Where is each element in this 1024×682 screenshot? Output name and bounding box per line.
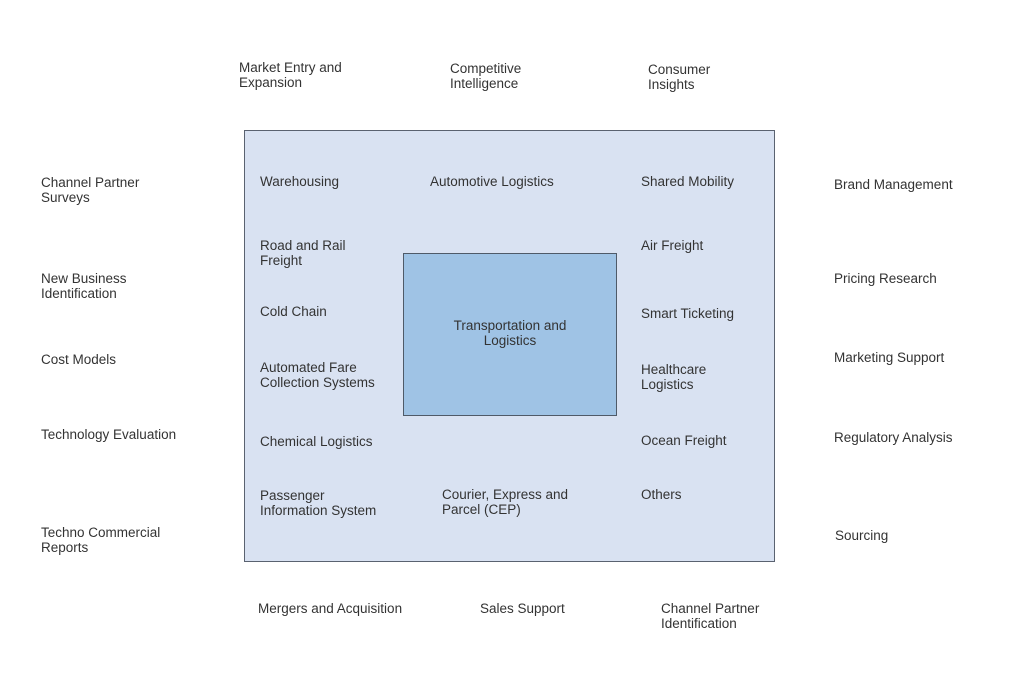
right-label-sourcing: Sourcing: [835, 528, 889, 543]
segment-passenger-information-system: Passenger Information System: [260, 488, 377, 518]
right-label-marketing-support: Marketing Support: [834, 350, 945, 365]
segment-automotive-logistics: Automotive Logistics: [430, 174, 554, 189]
left-label-new-business-identification: New Business Identification: [41, 271, 127, 301]
segment-road-and-rail-freight: Road and Rail Freight: [260, 238, 346, 268]
right-label-pricing-research: Pricing Research: [834, 271, 937, 286]
left-label-techno-commercial-reports: Techno Commercial Reports: [41, 525, 161, 555]
segment-cold-chain: Cold Chain: [260, 304, 327, 319]
right-label-regulatory-analysis: Regulatory Analysis: [834, 430, 953, 445]
top-label-competitive-intelligence: Competitive Intelligence: [450, 61, 522, 91]
segment-others: Others: [641, 487, 682, 502]
top-label-consumer-insights: Consumer Insights: [648, 62, 711, 92]
segment-smart-ticketing: Smart Ticketing: [641, 306, 735, 321]
bottom-label-mergers-acquisition: Mergers and Acquisition: [258, 601, 403, 616]
segment-automated-fare-collection: Automated Fare Collection Systems: [260, 360, 375, 390]
segment-warehousing: Warehousing: [260, 174, 340, 189]
bottom-label-sales-support: Sales Support: [480, 601, 565, 616]
segment-shared-mobility: Shared Mobility: [641, 174, 735, 189]
top-label-market-entry: Market Entry and Expansion: [239, 60, 342, 90]
segment-healthcare-logistics: Healthcare Logistics: [641, 362, 707, 392]
segment-air-freight: Air Freight: [641, 238, 704, 253]
segment-cep: Courier, Express and Parcel (CEP): [442, 487, 569, 517]
left-label-channel-partner-surveys: Channel Partner Surveys: [41, 175, 140, 205]
right-label-brand-management: Brand Management: [834, 177, 953, 192]
bottom-label-channel-partner-identification: Channel Partner Identification: [661, 601, 760, 631]
segment-ocean-freight: Ocean Freight: [641, 433, 727, 448]
left-label-technology-evaluation: Technology Evaluation: [41, 427, 177, 442]
center-label: Transportation and Logistics: [453, 318, 567, 348]
segment-chemical-logistics: Chemical Logistics: [260, 434, 373, 449]
center-box: Transportation and Logistics: [403, 253, 617, 416]
left-label-cost-models: Cost Models: [41, 352, 117, 367]
